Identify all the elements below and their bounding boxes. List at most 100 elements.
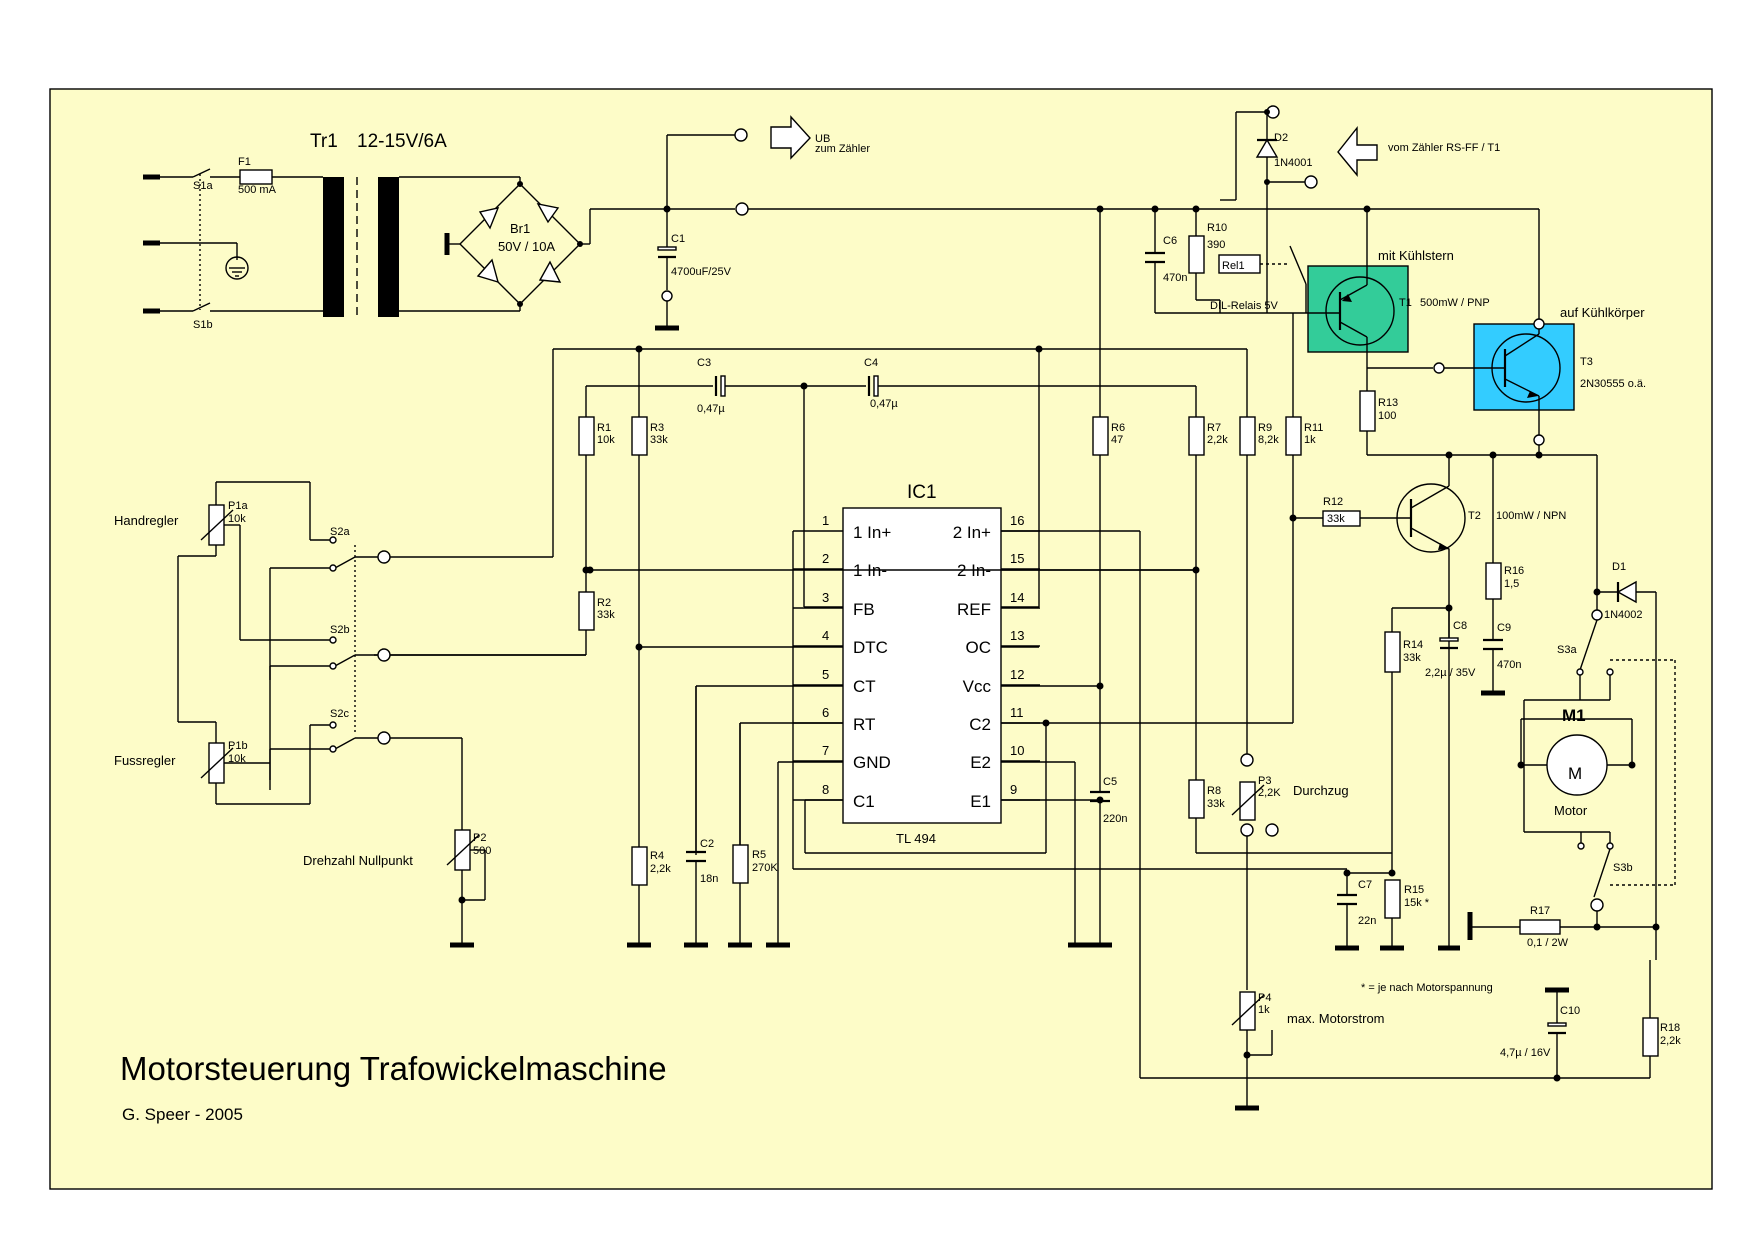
c2-ref: C2 (700, 838, 714, 850)
mit-kuehlstern-label: mit Kühlstern (1378, 248, 1454, 263)
r5-value: 270K (752, 862, 778, 874)
t3-ref: T3 (1580, 356, 1593, 368)
c1-value: 4700uF/25V (671, 266, 732, 278)
br1-value: 50V / 10A (498, 239, 555, 254)
resistor-r14 (1384, 608, 1401, 873)
note-motorspannung: * = je nach Motorspannung (1361, 982, 1493, 994)
r18-value: 2,2k (1660, 1035, 1681, 1047)
r1-value: 10k (597, 434, 615, 446)
ic-pin-number: 10 (1010, 743, 1024, 758)
capacitor-c4 (867, 375, 1197, 417)
capacitor-c2 (684, 686, 708, 948)
r8-value: 33k (1207, 798, 1225, 810)
transistor-t3 (1367, 323, 1575, 455)
r10-value: 390 (1207, 239, 1225, 251)
f1-value: 500 mA (238, 184, 277, 196)
p1a-value: 10k (228, 513, 246, 525)
r16-value: 1,5 (1504, 578, 1519, 590)
p1a-ref: P1a (228, 500, 248, 512)
d1-value: 1N4002 (1604, 609, 1643, 621)
ic-pin-name: FB (853, 600, 875, 619)
r18-ref: R18 (1660, 1022, 1680, 1034)
p2-ref: P2 (473, 832, 486, 844)
c4-ref: C4 (864, 357, 878, 369)
r7-value: 2,2k (1207, 434, 1228, 446)
c2-value: 18n (700, 873, 718, 885)
dil-relais-label: DIL-Relais 5V (1210, 300, 1279, 312)
resistor-r10 (1188, 209, 1205, 283)
ic-pin-name: C1 (853, 792, 875, 811)
tr1-rating: 12-15V/6A (357, 131, 447, 152)
c9-value: 470n (1497, 659, 1521, 671)
r9-ref: R9 (1258, 422, 1272, 434)
ic-pin-number: 13 (1010, 628, 1024, 643)
diode-d1 (1591, 580, 1657, 927)
resistor-r17 (1467, 912, 1660, 940)
ic-pin-number: 16 (1010, 513, 1024, 528)
br1-ref: Br1 (510, 221, 530, 236)
c1-ref: C1 (671, 233, 685, 245)
c4-value: 0,47µ (870, 398, 898, 410)
t3-collector-terminal (1533, 318, 1545, 330)
rel1-label: Rel1 (1222, 260, 1245, 272)
fussregler-label: Fussregler (114, 753, 176, 768)
author-line: G. Speer - 2005 (122, 1105, 243, 1124)
motor-symbol: M (1568, 764, 1582, 783)
t3-value: 2N30555 o.ä. (1580, 378, 1646, 390)
mains-input (143, 168, 305, 314)
r2-value: 33k (597, 609, 615, 621)
tr1-ref: Tr1 (310, 131, 338, 152)
ic1-type: TL 494 (896, 831, 936, 846)
resistor-r15 (1380, 869, 1404, 951)
c8-ref: C8 (1453, 620, 1467, 632)
capacitor-c9 (1481, 638, 1505, 696)
ic-pin-name: CT (853, 677, 876, 696)
t2-value: 100mW / NPN (1496, 510, 1566, 522)
ub-output (666, 115, 811, 209)
r16-ref: R16 (1504, 565, 1524, 577)
c6-value: 470n (1163, 272, 1187, 284)
capacitor-c10 (1140, 987, 1650, 1082)
c3-ref: C3 (697, 357, 711, 369)
s2c-label: S2c (330, 708, 349, 720)
earth-icon (225, 256, 249, 280)
resistor-r13 (1359, 368, 1598, 592)
potentiometer-p2 (446, 738, 486, 948)
p2-value: 500 (473, 845, 491, 857)
r4-ref: R4 (650, 850, 664, 862)
c7-ref: C7 (1358, 879, 1372, 891)
ic-pin-name: RT (853, 715, 875, 734)
r7-ref: R7 (1207, 422, 1221, 434)
s1a-label: S1a (193, 180, 213, 192)
potentiometer-p1a (177, 482, 241, 722)
d2-value: 1N4001 (1274, 157, 1313, 169)
ic-pin-number: 9 (1010, 782, 1017, 797)
r8-ref: R8 (1207, 785, 1221, 797)
r15-ref: R15 (1404, 884, 1424, 896)
p3-ref: P3 (1258, 775, 1271, 787)
resistor-r18 (1642, 927, 1659, 1078)
ic1-ref: IC1 (907, 482, 937, 503)
r11-ref: R11 (1304, 422, 1323, 434)
s3a-label: S3a (1557, 644, 1577, 656)
r14-value: 33k (1403, 652, 1421, 664)
handregler-label: Handregler (114, 513, 179, 528)
ic-pin-name: 2 In+ (953, 523, 991, 542)
c8-value: 2,2µ / 35V (1425, 667, 1476, 679)
capacitor-c6 (1145, 209, 1165, 313)
r3-value: 33k (650, 434, 668, 446)
p1b-value: 10k (228, 753, 246, 765)
ic1-body (842, 507, 1002, 824)
relay-supply (1220, 105, 1378, 313)
motor-m1 (1517, 718, 1636, 796)
r9-value: 8,2k (1258, 434, 1279, 446)
ic-pin-name: OC (966, 638, 992, 657)
drehzahl-label: Drehzahl Nullpunkt (303, 853, 413, 868)
p3-value: 2,2K (1258, 787, 1281, 799)
capacitor-c1 (655, 209, 679, 331)
r1-ref: R1 (597, 422, 611, 434)
r13-ref: R13 (1378, 397, 1398, 409)
